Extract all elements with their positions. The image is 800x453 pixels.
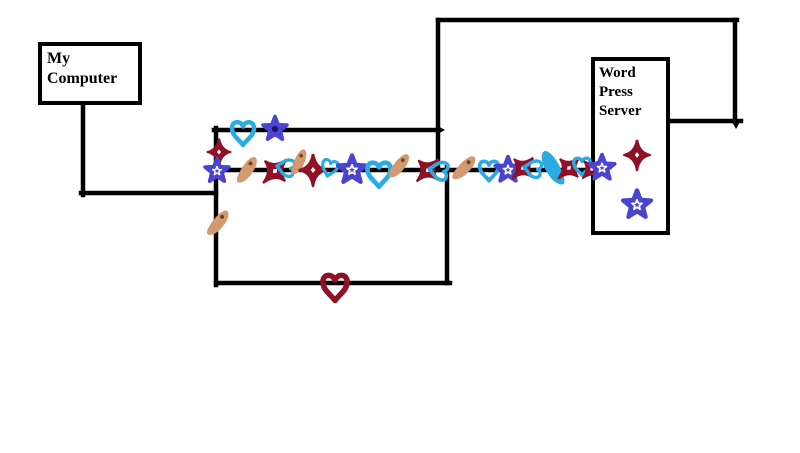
sparkle-cross-icon (511, 156, 535, 180)
server-label-line1: Word (599, 65, 636, 81)
arrowhead-icon (436, 125, 445, 135)
sparkle-cross-icon (206, 138, 232, 167)
my-computer-box: My Computer (38, 42, 142, 105)
star-icon (493, 154, 523, 183)
star-icon (203, 156, 231, 183)
cyan-brush-stroke-icon (541, 150, 565, 185)
brush-stroke-icon (236, 156, 257, 183)
heart-icon (572, 156, 592, 177)
server-label-line2: Press (599, 84, 633, 100)
heart-icon (522, 159, 544, 180)
brush-stroke-icon (452, 156, 476, 180)
wordpress-server-box: Word Press Server (591, 57, 670, 235)
star-icon (261, 114, 289, 141)
my-computer-label-line1: My (47, 50, 71, 67)
dark-heart-icon (320, 272, 350, 304)
my-computer-label-line2: Computer (47, 70, 118, 87)
heart-icon (365, 160, 393, 190)
server-label-line3: Server (599, 103, 642, 119)
heart-icon (427, 160, 450, 182)
heart-icon (229, 119, 257, 148)
brush-stroke-icon (388, 154, 410, 178)
sparkle-cross-icon (416, 158, 440, 182)
brush-stroke-icon (207, 210, 229, 235)
heart-icon (321, 157, 340, 178)
heart-icon (477, 159, 501, 183)
arrowhead-icon (731, 120, 741, 129)
sparkle-cross-icon (262, 158, 288, 184)
heart-icon (275, 158, 297, 179)
sparkle-cross-icon (298, 153, 328, 188)
star-icon (335, 153, 369, 184)
sparkle-cross-icon (557, 156, 581, 180)
brush-stroke-icon (291, 149, 307, 175)
